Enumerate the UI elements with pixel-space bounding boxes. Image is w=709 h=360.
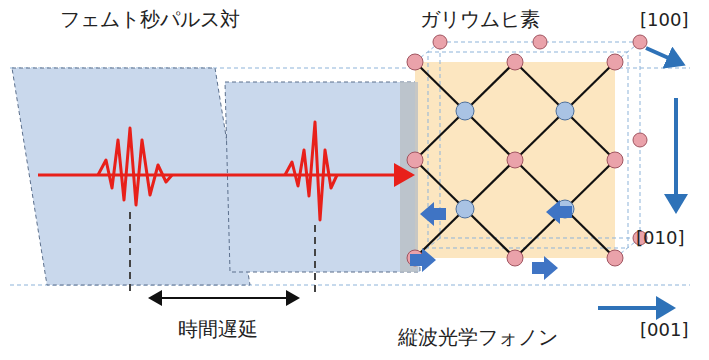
delay-arrow <box>150 297 298 299</box>
title-label: フェムト秒パルス対 <box>60 8 240 30</box>
bond <box>415 62 465 111</box>
pulse-waveform <box>98 128 172 205</box>
ga-atom <box>607 54 623 70</box>
bond <box>565 111 615 160</box>
phonon-label: 縦波光学フォノン <box>398 326 558 348</box>
crystal-face <box>415 62 615 258</box>
ga-atom <box>507 54 523 70</box>
ga-atom <box>607 152 623 168</box>
ga-atom <box>407 54 423 70</box>
ga-atom <box>507 250 523 266</box>
delay-label: 時間遅延 <box>178 318 258 340</box>
axis-arrow <box>674 98 678 210</box>
ga-atom <box>533 35 547 49</box>
bond <box>465 209 515 258</box>
ga-atom <box>507 152 523 168</box>
unit-cell <box>415 42 640 258</box>
bond <box>515 62 565 111</box>
phonon-arrow <box>410 200 572 280</box>
bond <box>565 62 615 111</box>
ga-atom <box>433 35 447 49</box>
bond <box>515 111 565 160</box>
as-atom <box>556 102 574 120</box>
ga-atom <box>633 133 647 147</box>
bond <box>465 160 515 209</box>
axis-arrow <box>646 48 682 64</box>
bond <box>465 111 515 160</box>
pulse-waveform <box>285 122 337 220</box>
ga-atom <box>607 250 623 266</box>
bond <box>515 160 565 209</box>
bond <box>415 160 465 209</box>
as-atom <box>456 200 474 218</box>
axis-label: [001] <box>640 320 688 340</box>
ga-atom <box>407 152 423 168</box>
ga-atom <box>633 35 647 49</box>
axis-label: [010] <box>636 228 684 248</box>
bonds <box>415 62 615 258</box>
pulse-center-line <box>129 212 131 292</box>
as-atom <box>456 102 474 120</box>
light-beam <box>38 174 412 177</box>
atoms <box>407 35 647 266</box>
bond <box>565 209 615 258</box>
bond <box>465 62 515 111</box>
bond <box>565 160 615 209</box>
axis-arrow <box>598 306 672 310</box>
material-label: ガリウムヒ素 <box>420 8 540 30</box>
wavefront-plane <box>225 82 420 272</box>
overlap-strip <box>400 82 418 272</box>
bond <box>415 111 465 160</box>
axis-label: [100] <box>640 10 688 30</box>
pulse-center-line <box>314 225 316 292</box>
